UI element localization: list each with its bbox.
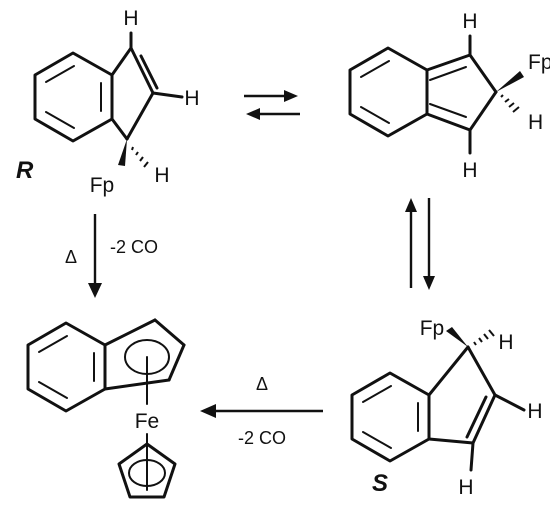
wedge-bond — [446, 327, 468, 347]
cp-ring-circle — [128, 459, 166, 487]
equilibrium-arrow-top — [244, 90, 300, 120]
int-fp: Fp — [528, 51, 550, 74]
wedge-bond — [496, 71, 524, 92]
bottom-arrow-co: -2 CO — [238, 428, 286, 448]
r-stereo-label: R — [16, 157, 34, 184]
left-arrow-co: -2 CO — [110, 237, 158, 257]
s-h-bottom: H — [458, 476, 473, 499]
s-stereo-label: S — [372, 470, 388, 497]
int-h-bottom: H — [462, 159, 477, 182]
hashed-bond — [500, 94, 520, 113]
int-h-top: H — [462, 10, 477, 33]
thermal-arrow-left: Δ -2 CO — [200, 374, 323, 448]
r-fp: Fp — [90, 174, 115, 197]
s-fp: Fp — [420, 317, 445, 340]
left-arrow-delta: Δ — [65, 247, 77, 267]
product-fe: Fe — [135, 410, 160, 433]
hashed-bond — [131, 146, 149, 168]
r-h-right: H — [184, 87, 199, 110]
s-isomer-structure: Fp H H H S — [350, 317, 543, 499]
hashed-bond — [473, 329, 495, 346]
s-h-right: H — [527, 400, 542, 423]
thermal-arrow-down: Δ -2 CO — [65, 214, 158, 298]
product-structure: Fe — [26, 318, 186, 499]
r-h-top: H — [123, 7, 138, 30]
wedge-bond — [118, 139, 127, 166]
intermediate-structure: H Fp H H — [348, 10, 550, 182]
equilibrium-arrow-right — [405, 198, 435, 290]
bottom-arrow-delta: Δ — [256, 374, 268, 394]
r-isomer-structure: H H H Fp R — [16, 7, 200, 197]
s-h-sp3: H — [498, 331, 513, 354]
int-h-sp3: H — [528, 111, 543, 134]
r-h-sp3: H — [154, 164, 169, 187]
